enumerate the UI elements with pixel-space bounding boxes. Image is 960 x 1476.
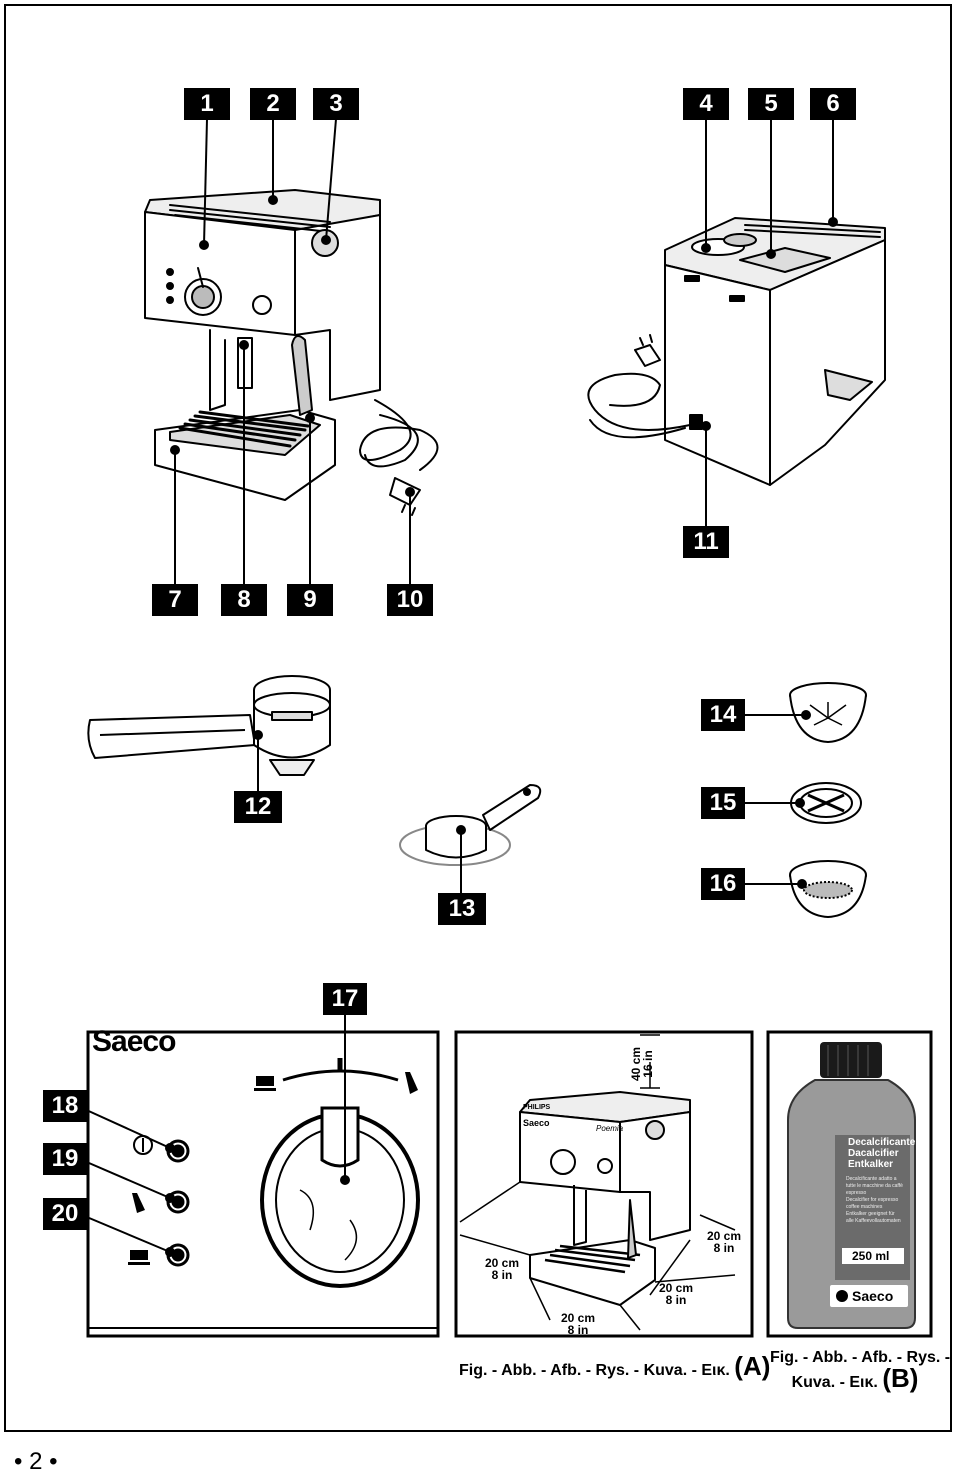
clearance-left-label: 20 cm 8 in bbox=[482, 1257, 522, 1281]
callout-15: 15 bbox=[701, 787, 745, 819]
callout-12: 12 bbox=[234, 791, 282, 823]
callout-4: 4 bbox=[683, 88, 729, 120]
bottle-line-2: Dacalcifier bbox=[848, 1148, 899, 1159]
caption-b-letter: (B) bbox=[882, 1363, 919, 1393]
caption-b: Fig. - Abb. - Afb. - Rys. - Kuva. - Εικ.… bbox=[770, 1348, 951, 1393]
bottle-line-1: Decalcificante bbox=[848, 1137, 916, 1148]
bottle-label-block: Decalcificante Dacalcifier Entkalker bbox=[848, 1137, 915, 1170]
callout-1: 1 bbox=[184, 88, 230, 120]
callout-11: 11 bbox=[683, 526, 729, 558]
bottle-small-3: espresso bbox=[846, 1190, 867, 1196]
page-number: • 2 • bbox=[14, 1448, 58, 1475]
clearance-right-in: 8 in bbox=[713, 1241, 735, 1255]
callout-3: 3 bbox=[313, 88, 359, 120]
bottle-brand: Saeco bbox=[852, 1288, 894, 1304]
clearance-front-right-cm: 20 cm bbox=[658, 1281, 694, 1295]
callout-6: 6 bbox=[810, 88, 856, 120]
bottle-small-6: Entkalker geeignet für bbox=[846, 1211, 895, 1217]
measuring-scoop-illustration bbox=[399, 784, 542, 866]
caption-a: Fig. - Abb. - Afb. - Rys. - Kuva. - Εικ.… bbox=[459, 1351, 770, 1382]
bottle-small-4: Decalcifier for espresso bbox=[846, 1197, 899, 1203]
callout-7: 7 bbox=[152, 584, 198, 616]
filter-2cup-illustration bbox=[789, 860, 867, 918]
mini-model-label: Poemia bbox=[596, 1124, 624, 1133]
callout-20: 20 bbox=[43, 1198, 87, 1230]
clearance-front-label: 20 cm 8 in bbox=[558, 1312, 598, 1336]
mini-saeco-label: Saeco bbox=[523, 1118, 550, 1128]
clearance-front-in: 8 in bbox=[567, 1323, 589, 1337]
callout-13: 13 bbox=[438, 893, 486, 925]
bottle-volume: 250 ml bbox=[852, 1249, 890, 1263]
clearance-front-right-label: 20 cm 8 in bbox=[656, 1282, 696, 1306]
clearance-front-right-in: 8 in bbox=[665, 1293, 687, 1307]
clearance-left-cm: 20 cm bbox=[484, 1256, 520, 1270]
bottle-small-2: tutte le macchine da caffè bbox=[846, 1183, 903, 1189]
caption-a-letter: (A) bbox=[734, 1351, 771, 1381]
portafilter-illustration bbox=[87, 675, 331, 776]
page-number-value: 2 bbox=[29, 1448, 43, 1475]
clearance-front-cm: 20 cm bbox=[560, 1311, 596, 1325]
bottle-small-1: Decalcificante adatto a bbox=[846, 1176, 897, 1182]
callout-17: 17 bbox=[323, 983, 367, 1015]
callout-18: 18 bbox=[43, 1090, 87, 1122]
bottle-small-text: Decalcificante adatto a tutte le macchin… bbox=[846, 1176, 903, 1225]
callout-2: 2 bbox=[250, 88, 296, 120]
caption-b-line2: Kuva. - Εικ. bbox=[791, 1374, 878, 1391]
bottle-small-7: alle Kaffeevollautomaten bbox=[846, 1218, 901, 1224]
callout-16: 16 bbox=[701, 868, 745, 900]
callout-8: 8 bbox=[221, 584, 267, 616]
callout-10: 10 bbox=[387, 584, 433, 616]
callout-9: 9 bbox=[287, 584, 333, 616]
callout-14: 14 bbox=[701, 699, 745, 731]
clearance-right-cm: 20 cm bbox=[706, 1229, 742, 1243]
filter-1cup-illustration bbox=[789, 682, 867, 743]
page-frame bbox=[4, 4, 952, 1432]
panel-brand-logo: Saeco bbox=[92, 1025, 176, 1058]
clearance-left-in: 8 in bbox=[491, 1268, 513, 1282]
callout-19: 19 bbox=[43, 1143, 87, 1175]
bottle-small-5: coffee machines bbox=[846, 1204, 883, 1210]
bottle-line-3: Entkalker bbox=[848, 1159, 894, 1170]
clearance-right-label: 20 cm 8 in bbox=[704, 1230, 744, 1254]
caption-b-line1: Fig. - Abb. - Afb. - Rys. - bbox=[770, 1349, 951, 1366]
caption-a-text: Fig. - Abb. - Afb. - Rys. - Kuva. - Εικ. bbox=[459, 1362, 730, 1379]
callout-5: 5 bbox=[748, 88, 794, 120]
mini-philips-label: PHILIPS bbox=[523, 1104, 551, 1111]
